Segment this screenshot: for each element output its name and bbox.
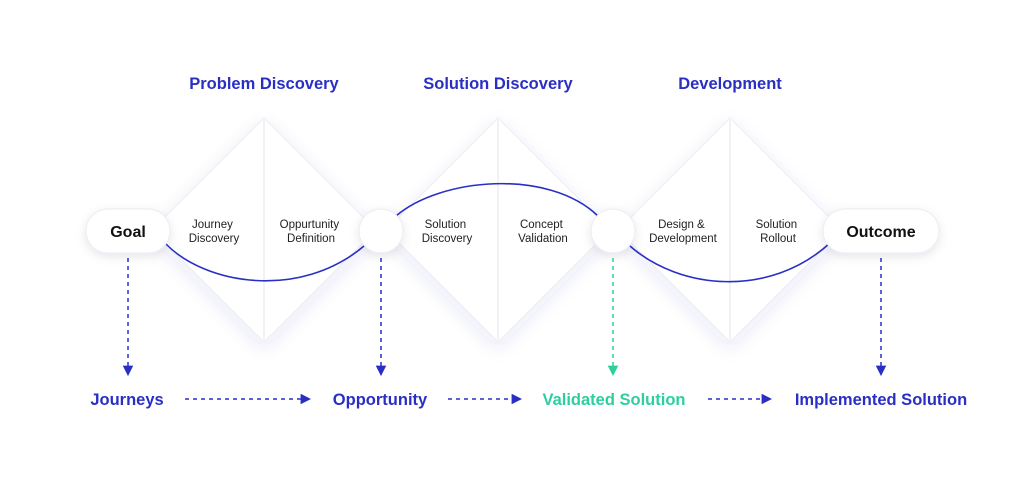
step-label-journey-discovery: Journey Discovery bbox=[189, 219, 240, 245]
output-label-opportunity: Opportunity bbox=[333, 391, 428, 409]
junction-node-1 bbox=[358, 208, 404, 254]
step-label-design-development: Design & Development bbox=[649, 219, 718, 245]
phase-title-solution-discovery: Solution Discovery bbox=[423, 75, 573, 93]
wave-curve-development bbox=[629, 242, 831, 283]
node-outcome-label: Outcome bbox=[846, 224, 915, 241]
step-label-concept-validation: Concept Validation bbox=[518, 219, 568, 245]
phase-title-problem-discovery: Problem Discovery bbox=[189, 75, 339, 93]
wave-curve-solution bbox=[395, 182, 599, 217]
step-label-solution-discovery: Solution Discovery bbox=[422, 219, 473, 245]
diamond-development bbox=[617, 117, 843, 343]
node-goal: Goal bbox=[85, 208, 171, 254]
junction-node-2 bbox=[590, 208, 636, 254]
output-label-validated-solution: Validated Solution bbox=[542, 391, 685, 409]
diamond-solution-discovery bbox=[385, 117, 611, 343]
node-outcome: Outcome bbox=[822, 208, 940, 254]
wave-curve-problem bbox=[164, 242, 365, 282]
diamond-problem-discovery bbox=[151, 117, 377, 343]
output-label-journeys: Journeys bbox=[90, 391, 163, 409]
output-label-implemented-solution: Implemented Solution bbox=[795, 391, 967, 409]
step-label-oppurtunity-definition: Oppurtunity Definition bbox=[280, 219, 343, 245]
step-label-solution-rollout: Solution Rollout bbox=[756, 219, 801, 245]
node-goal-label: Goal bbox=[110, 224, 146, 241]
phase-title-development: Development bbox=[678, 75, 782, 93]
